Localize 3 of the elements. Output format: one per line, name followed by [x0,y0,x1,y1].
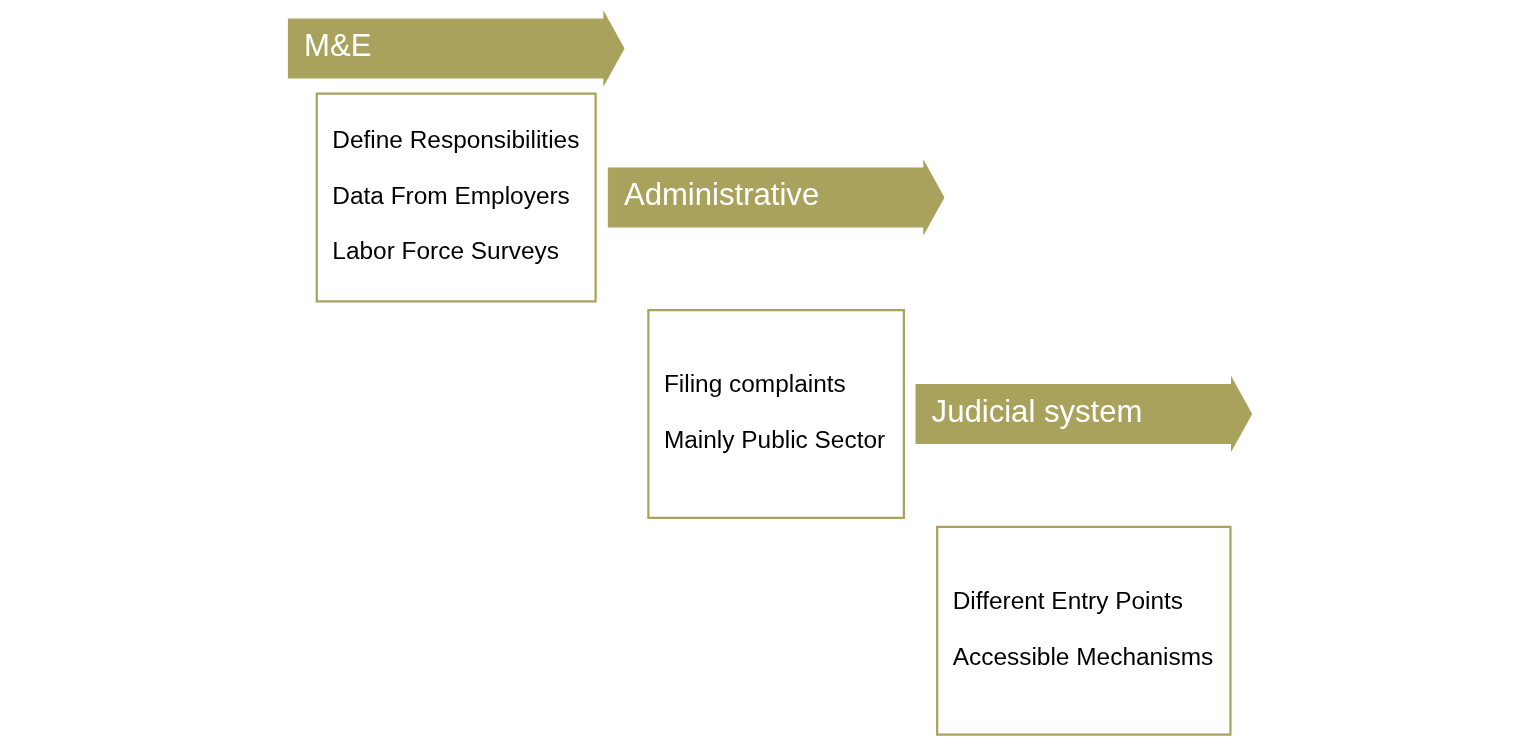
node-box: Different Entry Points Accessible Mechanisms [935,525,1232,736]
node-box: Define Responsibilities Data From Employers Labor Force Surveys [315,92,597,303]
node-box: Filing complaints Mainly Public Sector [646,309,905,519]
